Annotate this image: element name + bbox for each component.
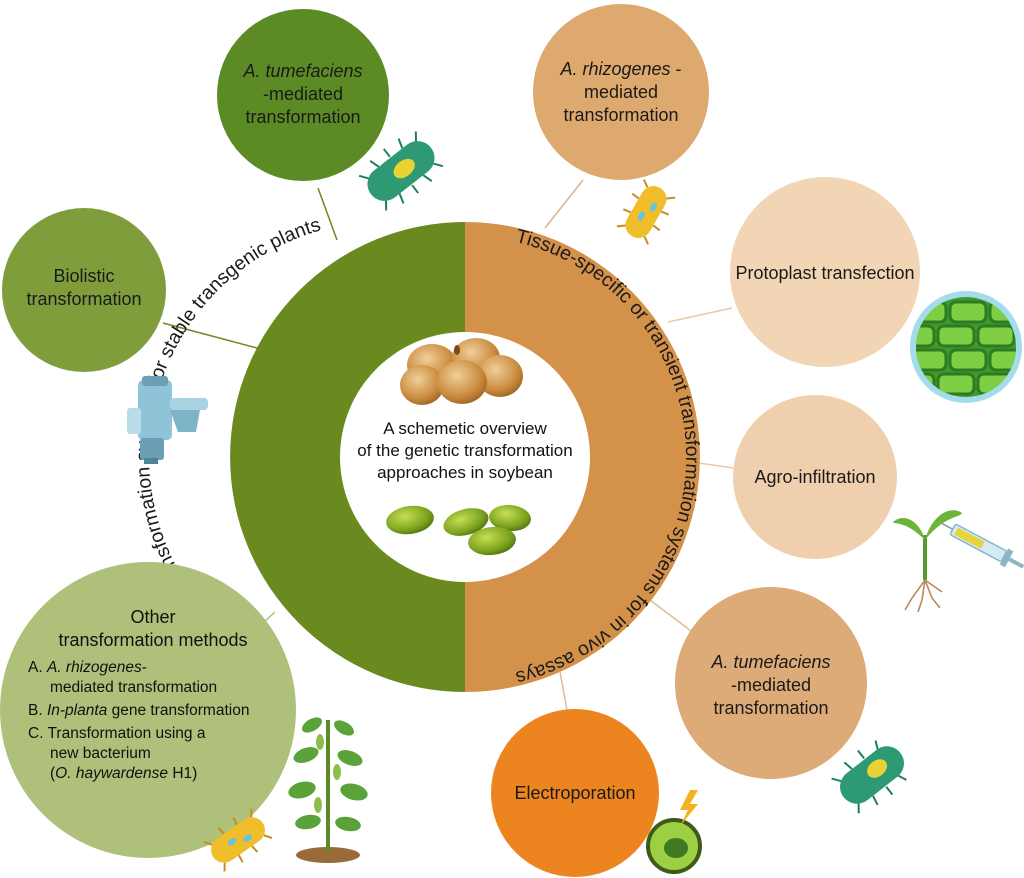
center-description: A schemetic overview of the genetic tran…: [345, 418, 585, 484]
rhizogenes-top-italic: A. rhizogenes: [560, 59, 671, 79]
soybeans-icon: [400, 338, 523, 405]
node-other-methods: [0, 562, 296, 858]
center-line1: A schemetic overview: [383, 419, 547, 438]
biolistic-line2: transformation: [26, 289, 142, 309]
tumefaciens-top-line3: transformation: [245, 107, 361, 127]
tumefaciens-top-italic: A. tumefaciens: [243, 61, 363, 81]
agro-line1: Agro-infiltration: [754, 467, 876, 487]
tumefaciens-bottom-line3: transformation: [713, 698, 829, 718]
rhizogenes-top-suffix: -: [670, 59, 682, 79]
label-other-methods: Other transformation methods A. A. rhizo…: [18, 606, 288, 787]
other-a-italic: A. rhizogenes: [46, 659, 142, 676]
node-biolistic: [2, 208, 166, 372]
connector-tumefaciens-bottom: [649, 599, 696, 635]
node-protoplast: [730, 177, 920, 367]
tumefaciens-top-line2: -mediated: [262, 84, 344, 104]
node-tumefaciens-bottom: [675, 587, 867, 779]
connector-lines: [162, 179, 734, 711]
seedling-syringe-icon: [893, 510, 1024, 613]
node-rhizogenes-top: [533, 4, 709, 180]
node-tumefaciens-top: [217, 9, 389, 181]
green-beans-icon: [386, 504, 531, 556]
bacterium-icon: [831, 740, 907, 814]
other-c-prefix: C.: [28, 725, 48, 742]
other-c-close: H1): [168, 765, 198, 782]
other-c-italic: O. haywardense: [55, 765, 169, 782]
center-line2: of the genetic transformation: [357, 441, 573, 460]
rhizogenes-top-line2: mediated: [583, 82, 659, 102]
node-agro: [733, 395, 897, 559]
connector-tumefaciens-top: [317, 187, 338, 241]
biolistic-line1: Biolistic: [53, 266, 115, 286]
other-method-c: C. Transformation using a new bacterium …: [28, 724, 288, 784]
other-c-line2: new bacterium: [50, 745, 151, 762]
label-tumefaciens-bottom: A. tumefaciens -mediated transformation: [681, 651, 861, 720]
other-a-suffix: -: [141, 659, 147, 676]
soybean-plant-icon: [288, 717, 368, 863]
bacterium-icon: [358, 131, 444, 211]
other-a-line2: mediated transformation: [50, 679, 218, 696]
gene-gun-icon: [127, 376, 208, 464]
other-method-a: A. A. rhizogenes- mediated transformatio…: [28, 658, 288, 698]
label-agro: Agro-infiltration: [735, 466, 895, 489]
other-methods-list: A. A. rhizogenes- mediated transformatio…: [18, 658, 288, 784]
other-b-italic: In-planta: [46, 702, 108, 719]
connector-protoplast: [667, 307, 733, 323]
label-electroporation: Electroporation: [495, 782, 655, 805]
connector-rhizogenes: [544, 179, 584, 229]
other-title-line1: Other: [130, 607, 176, 627]
label-protoplast: Protoplast transfection: [725, 262, 925, 285]
tumefaciens-bottom-italic: A. tumefaciens: [711, 652, 831, 672]
connector-biolistic: [162, 322, 273, 353]
other-method-b: B. In-planta gene transformation: [28, 701, 288, 721]
center-line3: approaches in soybean: [377, 463, 553, 482]
bacterium-icon: [203, 808, 273, 872]
electroporated-cell-icon: [646, 790, 702, 874]
other-c-text: Transformation using a: [47, 725, 206, 742]
label-tumefaciens-top: A. tumefaciens -mediated transformation: [213, 60, 393, 129]
connector-electroporation: [559, 671, 568, 711]
other-title-line2: transformation methods: [58, 630, 248, 650]
label-biolistic: Biolistic transformation: [4, 265, 164, 311]
node-electroporation: [491, 709, 659, 877]
label-rhizogenes-top: A. rhizogenes - mediated transformation: [531, 58, 711, 127]
bacterium-icon: [616, 179, 676, 245]
electroporation-line1: Electroporation: [514, 783, 636, 803]
plant-cells-icon: [910, 291, 1022, 403]
tumefaciens-bottom-line2: -mediated: [730, 675, 812, 695]
rhizogenes-top-line3: transformation: [563, 105, 679, 125]
other-methods-title: Other transformation methods: [18, 606, 288, 652]
other-c-open: (: [50, 765, 56, 782]
other-c-line3: (O. haywardense H1): [28, 764, 288, 784]
other-b-suffix: gene transformation: [107, 702, 250, 719]
other-a-prefix: A.: [28, 659, 47, 676]
other-b-prefix: B.: [28, 702, 47, 719]
protoplast-line1: Protoplast transfection: [735, 263, 915, 283]
